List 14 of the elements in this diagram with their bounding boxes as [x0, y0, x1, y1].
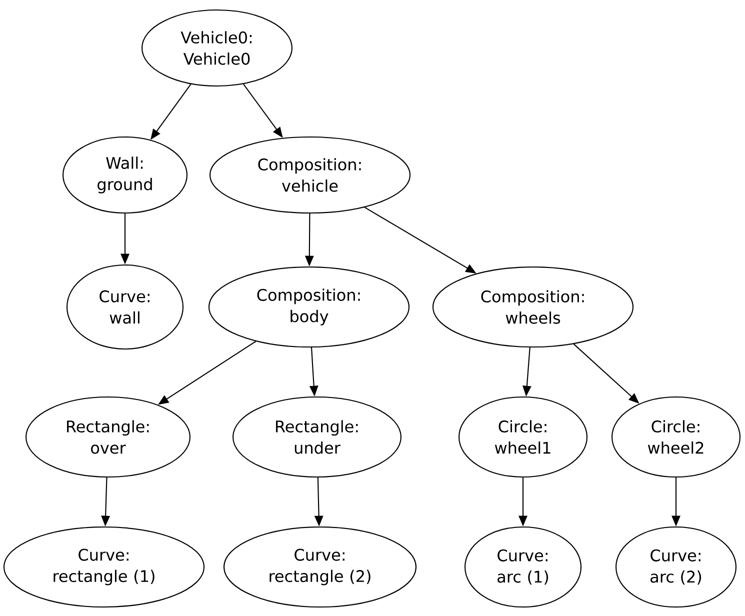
ellipse-node: Wall: ground: [62, 136, 188, 214]
ellipse-node: Composition: body: [208, 266, 410, 348]
ellipse-node: Circle: wheel1: [458, 396, 588, 478]
ellipse-node: Curve: arc (2): [615, 526, 737, 608]
ellipse-node: Curve: arc (1): [464, 526, 582, 608]
ellipse-node: Composition: wheels: [432, 266, 634, 348]
ellipse-node: Curve: wall: [66, 264, 184, 350]
ellipse-node: Curve: rectangle (1): [3, 526, 205, 608]
ellipse-node: Curve: rectangle (2): [223, 526, 417, 608]
ellipse-node: Vehicle0: Vehicle0: [141, 9, 293, 87]
ellipse-node: Composition: vehicle: [209, 136, 411, 214]
ellipse-node: Rectangle: under: [232, 396, 402, 478]
ellipse-node: Rectangle: over: [25, 396, 191, 478]
ellipse-node: Circle: wheel2: [611, 396, 741, 478]
